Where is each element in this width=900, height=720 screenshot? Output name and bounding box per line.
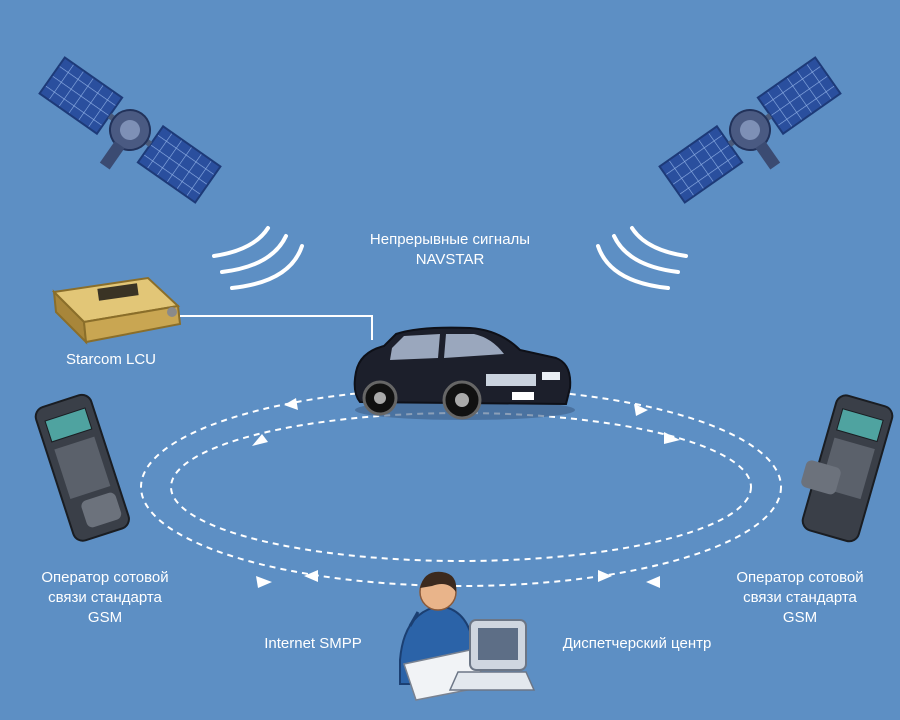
navstar-signals-line1: Непрерывные сигналы	[330, 230, 570, 250]
arrow-top-right-inner	[664, 432, 680, 444]
satellite-left-icon	[27, 57, 220, 220]
signal-waves-right-icon	[598, 228, 686, 288]
gsm-left-line1: Оператор сотовой	[0, 568, 210, 588]
arrow-top-left	[284, 398, 298, 410]
gsm-right-line1: Оператор сотовой	[700, 568, 900, 588]
arrow-bottom-left-inner	[304, 570, 318, 582]
dispatch-center-label: Диспетчерский центр	[532, 634, 742, 654]
gsm-operator-left-label: Оператор сотовой связи стандарта GSM	[0, 568, 210, 628]
device-car-connector	[180, 316, 372, 340]
navstar-signals-label: Непрерывные сигналы NAVSTAR	[330, 230, 570, 270]
cellphone-right-icon	[789, 390, 895, 544]
signal-waves-left-icon	[214, 228, 302, 288]
arrow-bottom-left	[256, 576, 272, 588]
gps-device-icon	[54, 278, 180, 342]
navstar-signals-line2: NAVSTAR	[330, 250, 570, 270]
arrow-bottom-right	[598, 570, 612, 582]
gsm-right-line2: связи стандарта	[700, 588, 900, 608]
starcom-lcu-label: Starcom LCU	[36, 350, 186, 370]
gsm-left-line2: связи стандарта	[0, 588, 210, 608]
arrow-bottom-right-inner	[646, 576, 660, 588]
loop-arrows	[252, 398, 680, 588]
cellphone-left-icon	[33, 392, 131, 543]
car-icon	[355, 328, 575, 420]
satellite-right-icon	[660, 57, 853, 220]
internet-smpp-label: Internet SMPP	[238, 634, 388, 654]
gsm-left-line3: GSM	[0, 608, 210, 628]
gsm-operator-right-label: Оператор сотовой связи стандарта GSM	[700, 568, 900, 628]
gsm-right-line3: GSM	[700, 608, 900, 628]
